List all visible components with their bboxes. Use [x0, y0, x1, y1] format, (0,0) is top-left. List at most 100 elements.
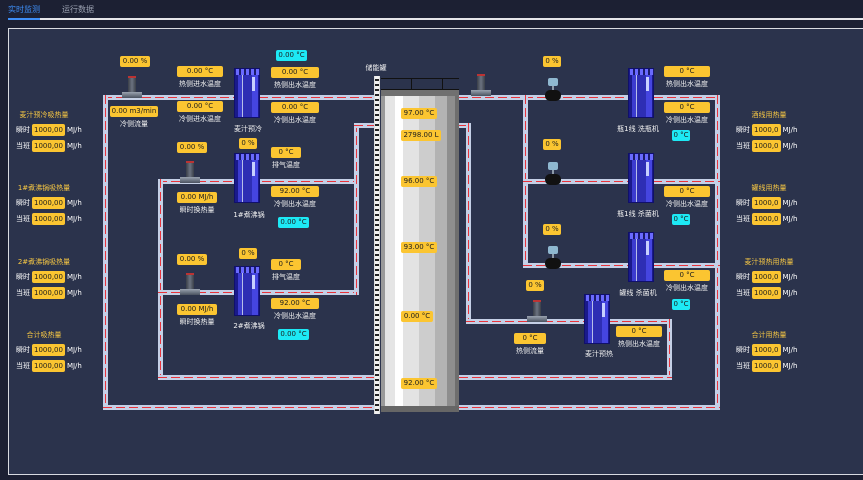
tab-realtime-monitor[interactable]: 实时监测 — [8, 5, 40, 14]
cyan-temp-value: 0.00 °C — [276, 50, 307, 61]
hot-out-temp-value: 0 °C — [616, 326, 662, 337]
stat-value: 1000,00 — [32, 271, 65, 283]
cold-out-temp-label: 冷侧出水温度 — [666, 116, 708, 124]
stat-title: 合计吸热量 — [26, 331, 62, 339]
pipe-segment — [459, 123, 469, 128]
stat-unit: MJ/h — [782, 346, 798, 354]
stat-label: 当班 — [736, 142, 750, 150]
stat-label: 瞬时 — [736, 126, 750, 134]
cold-out-temp-value: 0 °C — [664, 270, 710, 281]
heat-exchanger-icon[interactable] — [234, 153, 260, 203]
tab-bar: 实时监测 运行数据 — [0, 0, 863, 20]
stat-unit: MJ/h — [782, 273, 798, 281]
tank-outlet-pump-icon[interactable] — [471, 74, 491, 100]
stat-unit: MJ/h — [66, 215, 82, 223]
pump-percent: 0.00 % — [120, 56, 150, 67]
pump-icon[interactable] — [180, 273, 200, 299]
tab-operation-data[interactable]: 运行数据 — [62, 5, 94, 14]
stat-label: 瞬时 — [736, 273, 750, 281]
cyan-temp-value: 0 °C — [672, 214, 690, 225]
heat-exchanger-icon[interactable] — [584, 294, 610, 344]
stat-value: 1000,00 — [32, 287, 65, 299]
cold-out-temp-value: 0.00 °C — [271, 102, 319, 113]
heat-exchanger-icon[interactable] — [234, 68, 260, 118]
heat-rate-label: 瞬时换热量 — [179, 206, 215, 214]
stat-label: 瞬时 — [736, 346, 750, 354]
valve-percent: 0 % — [239, 248, 257, 259]
hot-flow-label: 热侧流量 — [516, 347, 544, 355]
pump-icon[interactable] — [180, 161, 200, 187]
stat-unit: MJ/h — [66, 142, 82, 150]
valve-percent: 0 % — [543, 56, 561, 67]
tank-railing — [381, 78, 459, 90]
cold-flow-value: 0.00 m3/min — [110, 106, 158, 117]
tank-temp-top: 97.00 °C — [401, 108, 437, 119]
cold-in-temp-label: 冷侧进水温度 — [179, 115, 221, 123]
exhaust-temp-label: 排气温度 — [272, 273, 300, 281]
tank-level: 2798.00 L — [401, 130, 441, 141]
valve-icon[interactable] — [543, 162, 563, 186]
cold-out-temp-label: 冷侧出水温度 — [274, 116, 316, 124]
stat-label: 瞬时 — [16, 273, 30, 281]
stat-unit: MJ/h — [66, 199, 82, 207]
cold-out-temp-value: 92.00 °C — [271, 298, 319, 309]
tank-temp-2: 96.00 °C — [401, 176, 437, 187]
pipe-segment — [466, 123, 471, 323]
stat-label: 瞬时 — [16, 199, 30, 207]
valve-icon[interactable] — [543, 246, 563, 270]
cyan-temp-value: 0.00 °C — [278, 329, 309, 340]
pump-icon[interactable] — [122, 76, 142, 102]
stat-title: 合计用热量 — [751, 331, 787, 339]
stat-label: 当班 — [736, 362, 750, 370]
cyan-temp-value: 0.00 °C — [278, 217, 309, 228]
unit-name: 1#煮沸锅 — [233, 211, 265, 219]
stat-value: 1000,0 — [752, 197, 781, 209]
tank-name: 储能罐 — [365, 64, 387, 72]
hot-out-temp-value: 0.00 °C — [271, 67, 319, 78]
stat-label: 当班 — [16, 142, 30, 150]
heat-exchanger-icon[interactable] — [628, 68, 654, 118]
pipe-segment — [523, 263, 720, 268]
unit-name: 麦汁预冷 — [234, 125, 262, 133]
valve-icon[interactable] — [543, 78, 563, 102]
stat-unit: MJ/h — [782, 142, 798, 150]
stat-value: 1000,0 — [752, 344, 781, 356]
cyan-temp-value: 0 °C — [672, 130, 690, 141]
stat-value: 1000,00 — [32, 124, 65, 136]
tank-temp-bottom: 92.00 °C — [401, 378, 437, 389]
stat-unit: MJ/h — [66, 362, 82, 370]
stat-value: 1000,00 — [32, 197, 65, 209]
stat-value: 1000,00 — [32, 140, 65, 152]
pipe-segment — [667, 319, 672, 379]
stat-title: 2#煮沸锅吸热量 — [17, 258, 71, 266]
pipe-segment — [466, 319, 672, 324]
cyan-temp-value: 0 °C — [672, 299, 690, 310]
pipe-segment — [158, 179, 163, 379]
cold-out-temp-label: 冷侧出水温度 — [274, 200, 316, 208]
exhaust-temp-value: 0 °C — [271, 147, 301, 158]
pump-percent: 0.00 % — [177, 254, 207, 265]
heat-exchanger-icon[interactable] — [234, 266, 260, 316]
tank-temp-3: 93.00 °C — [401, 242, 437, 253]
stat-value: 1000,00 — [32, 213, 65, 225]
hot-in-temp-label: 热侧进水温度 — [179, 80, 221, 88]
stat-unit: MJ/h — [66, 126, 82, 134]
heat-exchanger-icon[interactable] — [628, 153, 654, 203]
pipe-segment — [354, 123, 359, 295]
cold-out-temp-value: 0 °C — [664, 186, 710, 197]
hot-out-temp-label: 热侧出水温度 — [618, 340, 660, 348]
stat-label: 当班 — [736, 215, 750, 223]
heat-exchanger-icon[interactable] — [628, 232, 654, 282]
exhaust-temp-label: 排气温度 — [272, 161, 300, 169]
pump-icon[interactable] — [527, 300, 547, 326]
stat-title: 麦汁预热用热量 — [744, 258, 794, 266]
